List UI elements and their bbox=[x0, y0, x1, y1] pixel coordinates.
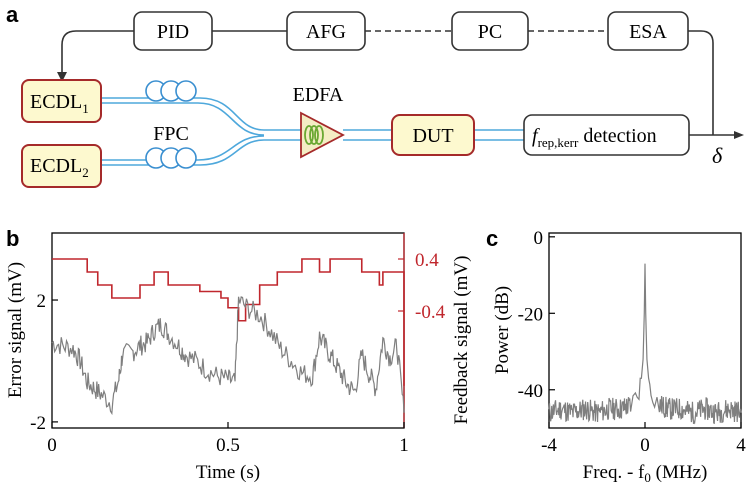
pc-box: PC bbox=[451, 11, 529, 51]
feedback-loop bbox=[61, 30, 714, 135]
chart-b-left-y-tick-label: -2 bbox=[30, 413, 46, 434]
feedback-signal-line bbox=[52, 258, 405, 386]
chart-b-x-tick-label: 1 bbox=[399, 435, 409, 456]
error-signal-line bbox=[51, 296, 405, 416]
chart-b-frame bbox=[51, 232, 405, 429]
dut-label: DUT bbox=[412, 125, 453, 147]
power-spectrum-line bbox=[548, 263, 742, 425]
panel-letter-b: b bbox=[6, 226, 19, 251]
chart-c-x-tick-label: 4 bbox=[736, 435, 746, 456]
chart-b-left-y-tick-label: 2 bbox=[37, 291, 47, 312]
ecdl2-box: ECDL2 bbox=[21, 144, 102, 188]
chart-b-right-y-tick-label: 0.4 bbox=[415, 250, 439, 271]
chart-b-x-tick-label: 0 bbox=[47, 435, 57, 456]
chart-c-marks bbox=[548, 263, 742, 425]
panel-letter-c: c bbox=[486, 226, 498, 251]
chart-b-marks bbox=[51, 258, 405, 416]
afg-label: AFG bbox=[306, 21, 346, 43]
chart-c-y-tick-label: 0 bbox=[534, 228, 544, 249]
chart-b: 0 0.5 1 2 -2 0.4 -0.4 Time (s) Error signal (m… bbox=[5, 232, 472, 483]
chart-b-x-tick-label: 0.5 bbox=[216, 435, 240, 456]
chart-b-right-y-tick-label: -0.4 bbox=[415, 302, 446, 323]
fpc-loops-bottom bbox=[145, 147, 197, 169]
fpc-label: FPC bbox=[153, 123, 189, 145]
edfa-label: EDFA bbox=[293, 84, 344, 106]
panel-letter-a: a bbox=[6, 2, 19, 27]
edfa-amplifier bbox=[300, 111, 345, 159]
output-arrow bbox=[689, 131, 744, 139]
chart-b-ticks: 0 0.5 1 2 -2 0.4 -0.4 bbox=[30, 250, 445, 456]
chart-b-ylabel-right: Feedback signal (mV) bbox=[451, 256, 472, 425]
pc-label: PC bbox=[478, 21, 502, 43]
chart-c-x-tick-label: 0 bbox=[640, 435, 650, 456]
pid-label: PID bbox=[157, 21, 189, 43]
delta-label: δ bbox=[712, 143, 723, 168]
chart-c-xlabel: Freq. - f0 (MHz) bbox=[583, 462, 708, 485]
fiber-lines bbox=[101, 97, 524, 166]
fpc-loops-top bbox=[145, 80, 197, 102]
detection-box: frep,kerr detection bbox=[523, 114, 690, 156]
ecdl2-label: ECDL2 bbox=[30, 155, 89, 180]
chart-c-x-tick-label: -4 bbox=[541, 435, 557, 456]
chart-c-y-tick-label: -20 bbox=[518, 304, 543, 325]
arrow-into-ecdl1 bbox=[57, 72, 67, 82]
ecdl1-box: ECDL1 bbox=[21, 79, 102, 123]
ecdl1-label: ECDL1 bbox=[30, 91, 89, 116]
afg-box: AFG bbox=[286, 11, 366, 51]
chart-c-frame bbox=[548, 232, 742, 429]
detection-label: frep,kerr detection bbox=[532, 125, 657, 150]
chart-b-xlabel: Time (s) bbox=[196, 462, 260, 483]
esa-label: ESA bbox=[629, 21, 667, 43]
pid-box: PID bbox=[133, 11, 213, 51]
chart-b-ylabel-left: Error signal (mV) bbox=[5, 262, 26, 398]
esa-box: ESA bbox=[607, 11, 689, 51]
chart-c-ylabel: Power (dB) bbox=[492, 286, 513, 374]
dut-box: DUT bbox=[391, 114, 475, 156]
chart-c-y-tick-label: -40 bbox=[518, 381, 543, 402]
